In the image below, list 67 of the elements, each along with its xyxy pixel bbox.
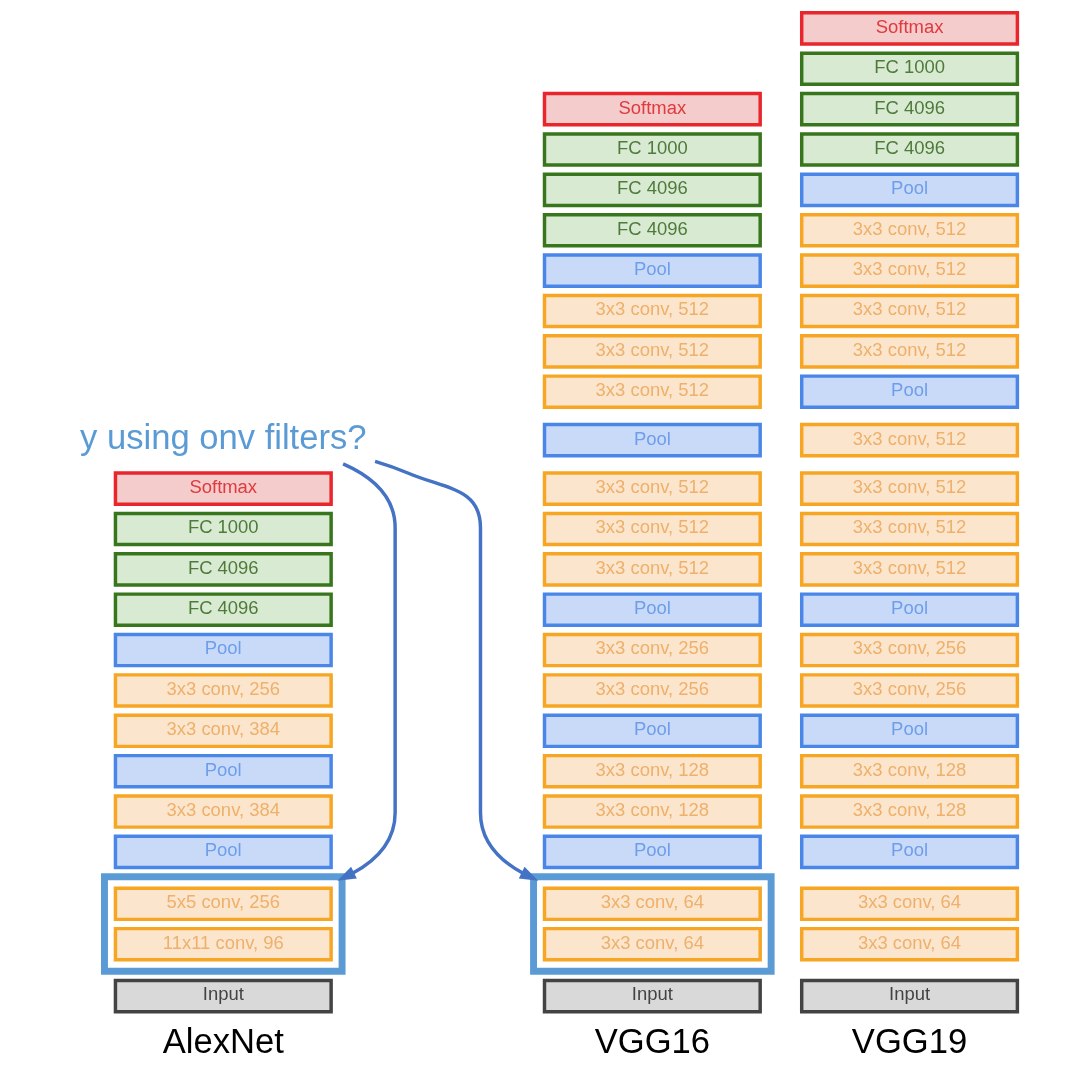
node-text: y using onv filters? [80, 417, 367, 456]
cluster [530, 873, 775, 975]
node-box: FC 4096 [542, 172, 762, 208]
arrow [337, 462, 397, 881]
node-box: 3x3 conv, 256 [542, 632, 762, 668]
node-box: Pool [799, 592, 1020, 627]
node-box: Pool [542, 253, 762, 288]
node-box: Pool [542, 834, 762, 870]
node-box: 3x3 conv, 512 [542, 334, 762, 369]
node-box: Pool [113, 834, 333, 870]
node-box: Pool [113, 753, 333, 789]
node-box: Pool [542, 422, 762, 458]
node-box: 3x3 conv, 512 [542, 471, 762, 506]
node-box: Pool [799, 172, 1020, 208]
node-box: Input [799, 978, 1020, 1014]
node-box: 3x3 conv, 512 [542, 374, 762, 409]
label: VGG19 [851, 1022, 968, 1061]
node-box: Pool [799, 834, 1020, 870]
node-box: 3x3 conv, 128 [799, 753, 1020, 789]
node-box: 3x3 conv, 384 [113, 794, 333, 829]
node-box: 3x3 conv, 128 [542, 794, 762, 829]
node-box: Softmax [799, 11, 1020, 46]
node-box: Pool [799, 374, 1020, 409]
node-box: 3x3 conv, 512 [799, 334, 1020, 369]
node-box: 3x3 conv, 512 [799, 422, 1020, 458]
node-box: 5x5 conv, 256 [113, 886, 333, 922]
node-box: 3x3 conv, 128 [799, 794, 1020, 829]
node-box: 11x11 conv, 96 [113, 926, 333, 962]
node-box: FC 1000 [113, 511, 333, 547]
node-box: FC 4096 [799, 91, 1020, 127]
node-box: 3x3 conv, 512 [799, 253, 1020, 288]
label: VGG16 [594, 1022, 711, 1061]
node-box: Softmax [542, 91, 762, 127]
node-box: 3x3 conv, 512 [799, 511, 1020, 547]
node-box: FC 4096 [113, 592, 333, 627]
node-box: 3x3 conv, 64 [542, 926, 762, 962]
node-box: 3x3 conv, 512 [799, 212, 1020, 248]
node-box: 3x3 conv, 512 [799, 293, 1020, 329]
node-box: Pool [799, 713, 1020, 749]
node-box: 3x3 conv, 64 [799, 926, 1020, 962]
cluster [101, 873, 346, 975]
node-box: 3x3 conv, 512 [542, 552, 762, 587]
node-box: FC 4096 [113, 552, 333, 587]
node-box: 3x3 conv, 256 [542, 673, 762, 708]
node-box: FC 4096 [542, 212, 762, 248]
node-box: 3x3 conv, 384 [113, 713, 333, 749]
node-box: Pool [542, 592, 762, 627]
node-box: FC 1000 [542, 132, 762, 167]
arrow [374, 459, 539, 881]
node-box: 3x3 conv, 256 [799, 673, 1020, 708]
node-box: FC 4096 [799, 132, 1020, 167]
node-box: 3x3 conv, 512 [542, 511, 762, 547]
node-box: 3x3 conv, 512 [799, 552, 1020, 587]
node-box: Softmax [113, 471, 333, 506]
node-box: 3x3 conv, 128 [542, 753, 762, 789]
node-box: 3x3 conv, 256 [799, 632, 1020, 668]
node-box: Pool [542, 713, 762, 749]
node-box: 3x3 conv, 64 [799, 886, 1020, 922]
node-box: 3x3 conv, 256 [113, 673, 333, 708]
label: AlexNet [162, 1022, 284, 1061]
node-box: 3x3 conv, 64 [542, 886, 762, 922]
node-box: Input [113, 978, 333, 1014]
node-box: Pool [113, 632, 333, 668]
node-box: 3x3 conv, 512 [799, 471, 1020, 506]
node-box: Input [542, 978, 762, 1014]
node-box: 3x3 conv, 512 [542, 293, 762, 329]
node-box: FC 1000 [799, 51, 1020, 87]
